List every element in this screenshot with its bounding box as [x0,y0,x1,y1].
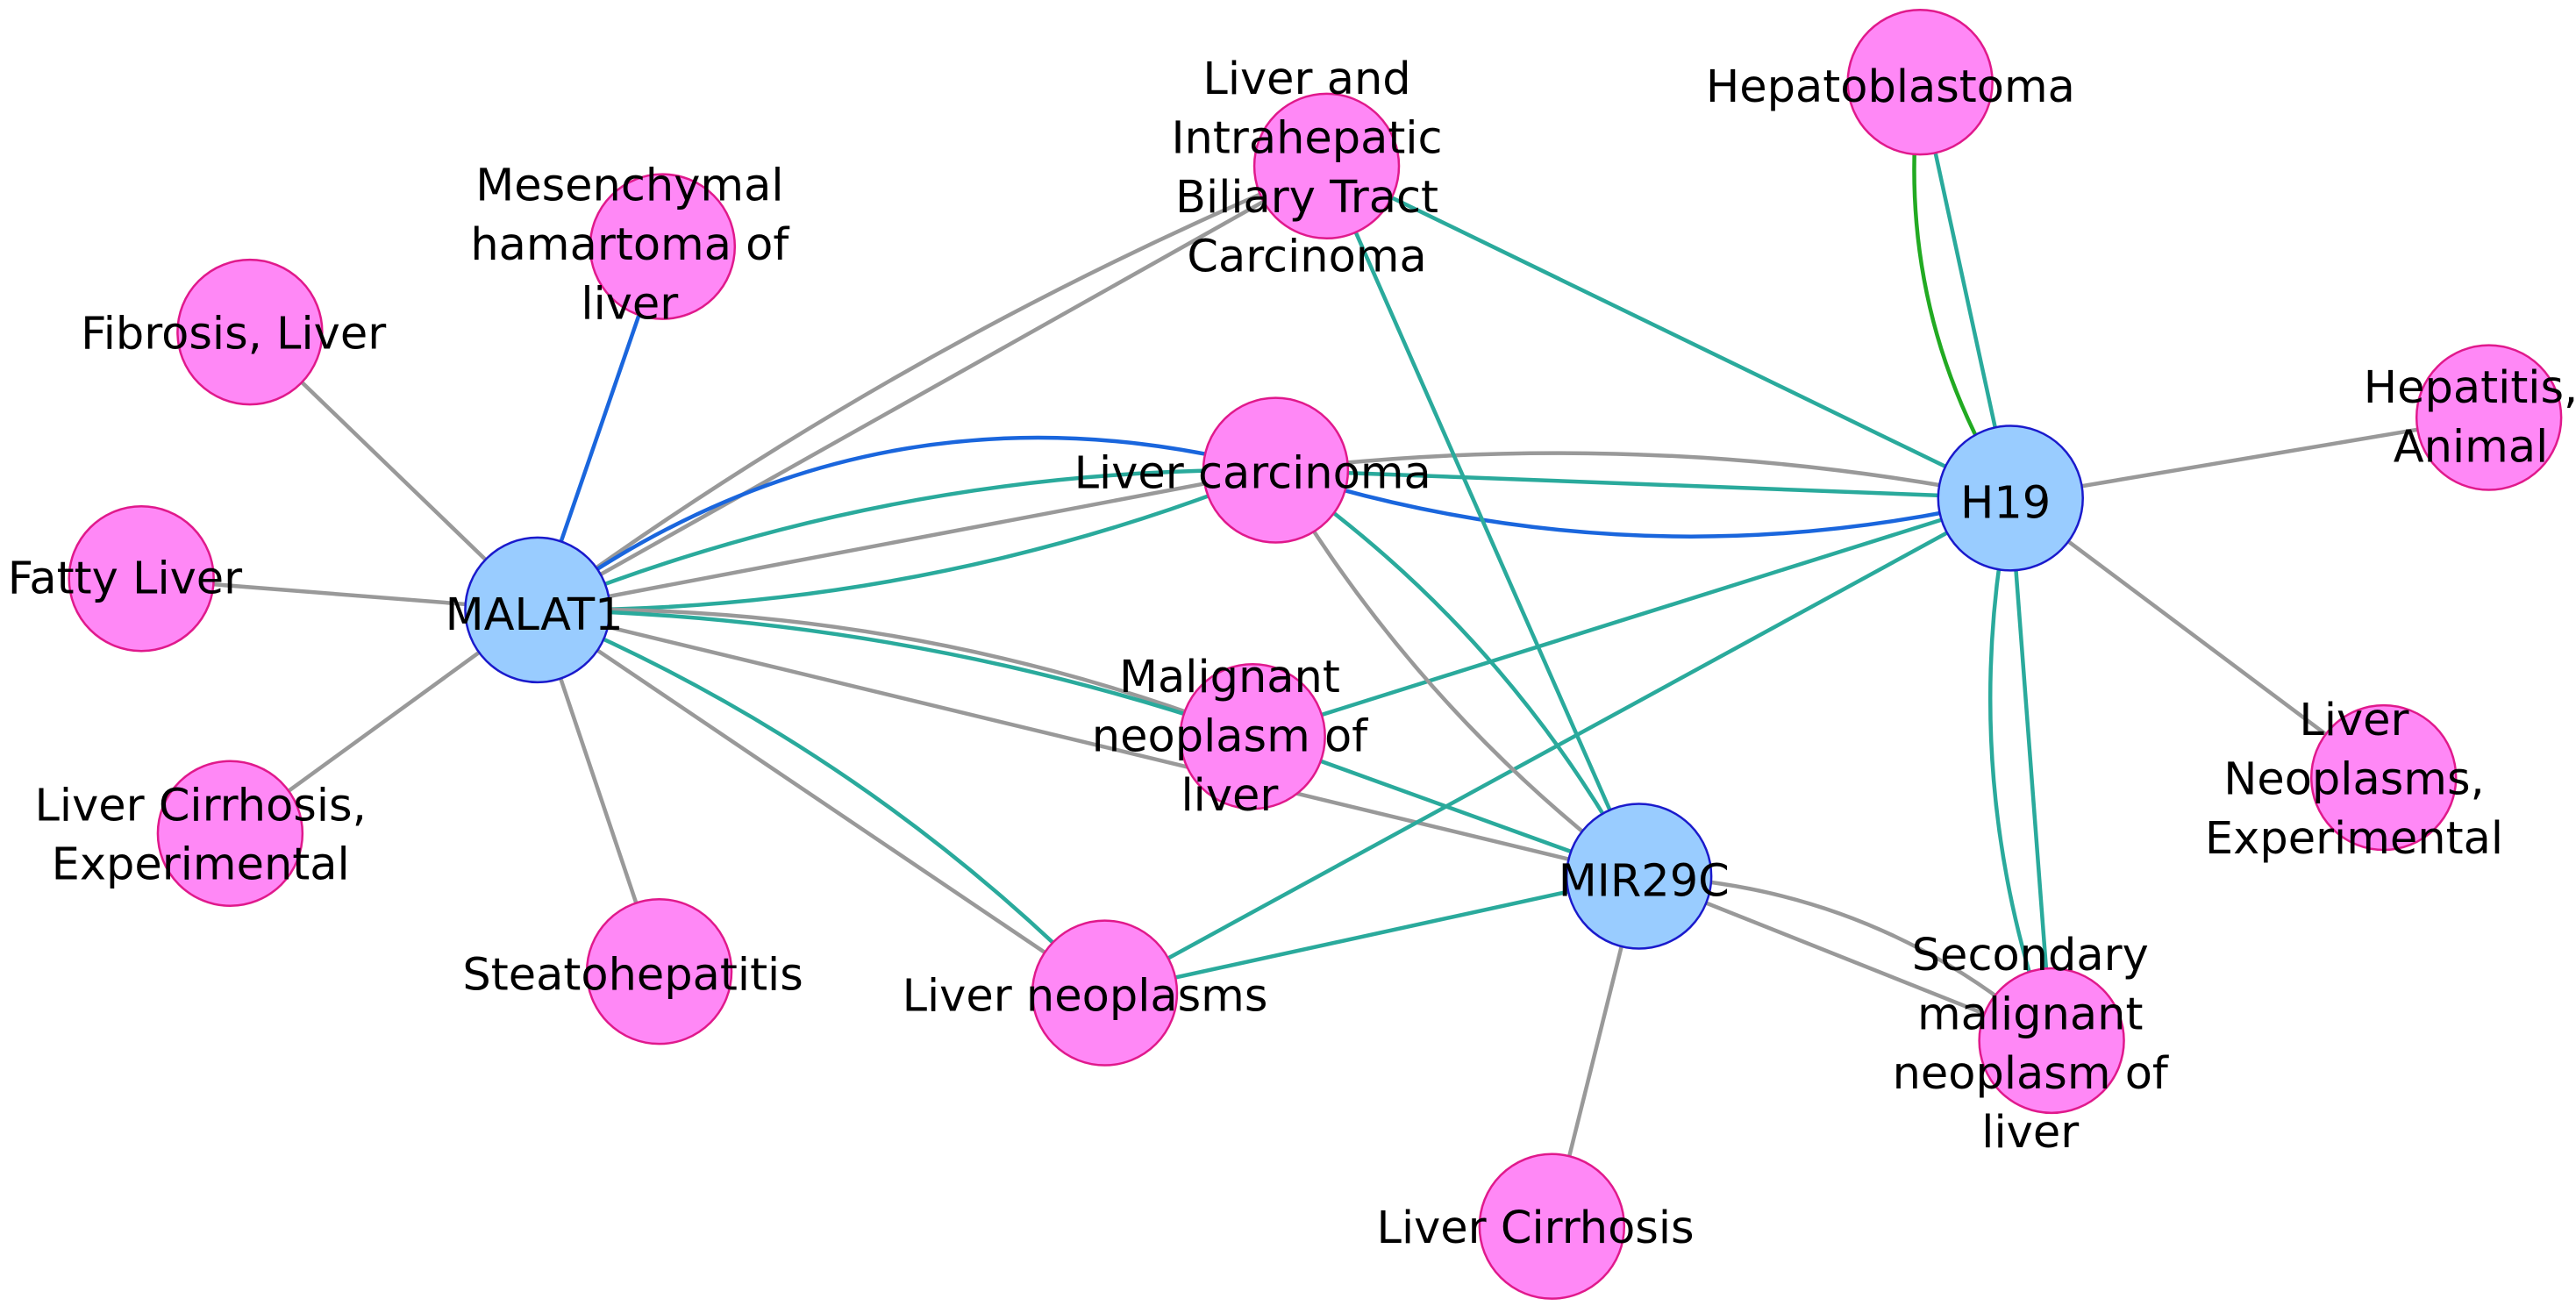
label-line: Intrahepatic [1171,112,1442,164]
label-line: Liver Cirrhosis [1377,1202,1695,1254]
node-mir29c[interactable] [1565,803,1713,950]
node-secondary[interactable] [1978,967,2125,1115]
edge-malat1-liver_intrahepatic [536,164,1328,612]
node-mesenchymal[interactable] [589,173,737,320]
label-line: Liver neoplasms [903,971,1268,1023]
label-line: Secondary [1912,930,2149,981]
label-line: neoplasm of [1092,711,1368,763]
label-line: Experimental [52,839,350,891]
label-line: Experimental [2205,813,2503,865]
node-neoplasms-exp[interactable] [2309,703,2458,852]
label-cirrhosis-exp: Liver Cirrhosis, Experimental [35,780,367,890]
label-line: liver [1981,1107,2079,1159]
label-mir29c: MIR29C [1559,855,1730,907]
label-line: Hepatitis, [2364,362,2576,414]
edge-mir29c-liver_carcinoma [1274,468,1641,878]
node-steatohepatitis[interactable] [585,897,733,1045]
edge-malat1-malignant [537,608,1253,739]
label-fibrosis: Fibrosis, Liver [81,308,386,360]
node-liver-carcinoma[interactable] [1202,396,1350,544]
edge-mir29c-liver_carcinoma [1274,468,1641,878]
label-cirrhosis: Liver Cirrhosis [1377,1202,1695,1254]
edge-malat1-liver_intrahepatic [536,164,1328,612]
label-mesenchymal: Mesenchymal hamartoma of liver [470,161,789,331]
label-line: H19 [1960,477,2051,529]
label-line: Mesenchymal [475,161,783,212]
node-malignant[interactable] [1179,662,1326,810]
label-steatohepatitis: Steatohepatitis [462,949,803,1001]
node-malat1[interactable] [464,536,611,684]
label-line: liver [1181,770,1279,822]
edge-h19-malignant [1252,496,2011,739]
edge-h19-liver_carcinoma [1275,467,2011,501]
node-layer [68,8,2563,1300]
label-line: Biliary Tract [1175,172,1438,224]
label-line: Malignant [1119,652,1340,703]
edge-h19-secondary [1988,497,2054,1042]
edge-malat1-liver_carcinoma [537,467,1276,612]
node-h19[interactable] [1937,425,2084,572]
label-line: Neoplasms, [2223,753,2485,805]
label-line: neoplasm of [1893,1048,2169,1100]
label-line: malignant [1917,988,2144,1040]
label-fatty: Fatty Liver [8,553,242,605]
edge-h19-liver_carcinoma [1275,451,2011,501]
label-line: Liver Cirrhosis, [35,780,367,831]
node-liver-intrahepatic[interactable] [1252,92,1401,240]
node-cirrhosis[interactable] [1478,1152,1626,1300]
label-liver-neoplasms: Liver neoplasms [903,971,1268,1023]
label-line: Liver and [1202,54,1410,105]
label-line: MALAT1 [446,589,624,641]
label-line: Liver carcinoma [1074,448,1431,500]
edge-mir29c-liver_neoplasms [1104,874,1640,995]
node-cirrhosis-exp[interactable] [156,760,304,907]
label-malat1: MALAT1 [446,589,624,641]
label-hepatitis-animal: Hepatitis, Animal [2364,362,2576,473]
edge-malat1-mir29c [537,608,1640,879]
edge-malat1-liver_carcinoma [536,435,1277,612]
node-fibrosis[interactable] [176,258,324,406]
edge-mir29c-liver_intrahepatic [1324,165,1641,877]
label-line: liver [581,279,678,331]
edge-malat1-liver_carcinoma [537,467,1277,612]
label-line: Liver [2299,695,2408,746]
node-hepatitis-animal[interactable] [2415,344,2563,491]
edge-h19-liver_intrahepatic [1325,164,2012,500]
node-fatty[interactable] [68,505,215,653]
edge-malat1-liver_neoplasms [536,608,1106,995]
label-liver-carcinoma: Liver carcinoma [1074,448,1431,500]
edge-h19-secondary [2009,497,2054,1041]
label-line: Carcinoma [1187,231,1426,282]
label-malignant: Malignant neoplasm of liver [1092,652,1368,822]
label-line: Steatohepatitis [462,949,803,1001]
label-line: hamartoma of [470,219,789,271]
label-line: MIR29C [1559,855,1730,907]
label-line: Fatty Liver [8,553,242,605]
edge-malat1-malignant [537,607,1254,739]
edge-h19-liver_carcinoma [1274,467,2011,539]
label-line: Animal [2394,422,2548,474]
edge-malat1-liver_neoplasms [537,608,1107,995]
node-liver-neoplasms[interactable] [1031,919,1179,1067]
label-line: Hepatoblastoma [1706,61,2075,113]
label-line: Fibrosis, Liver [81,308,386,360]
node-hepatoblastoma[interactable] [1846,8,1994,156]
label-h19: H19 [1960,477,2051,529]
label-hepatoblastoma: Hepatoblastoma [1706,61,2075,113]
label-secondary: Secondary malignant neoplasm of liver [1893,930,2169,1159]
edge-malat1-liver_carcinoma [537,467,1276,612]
